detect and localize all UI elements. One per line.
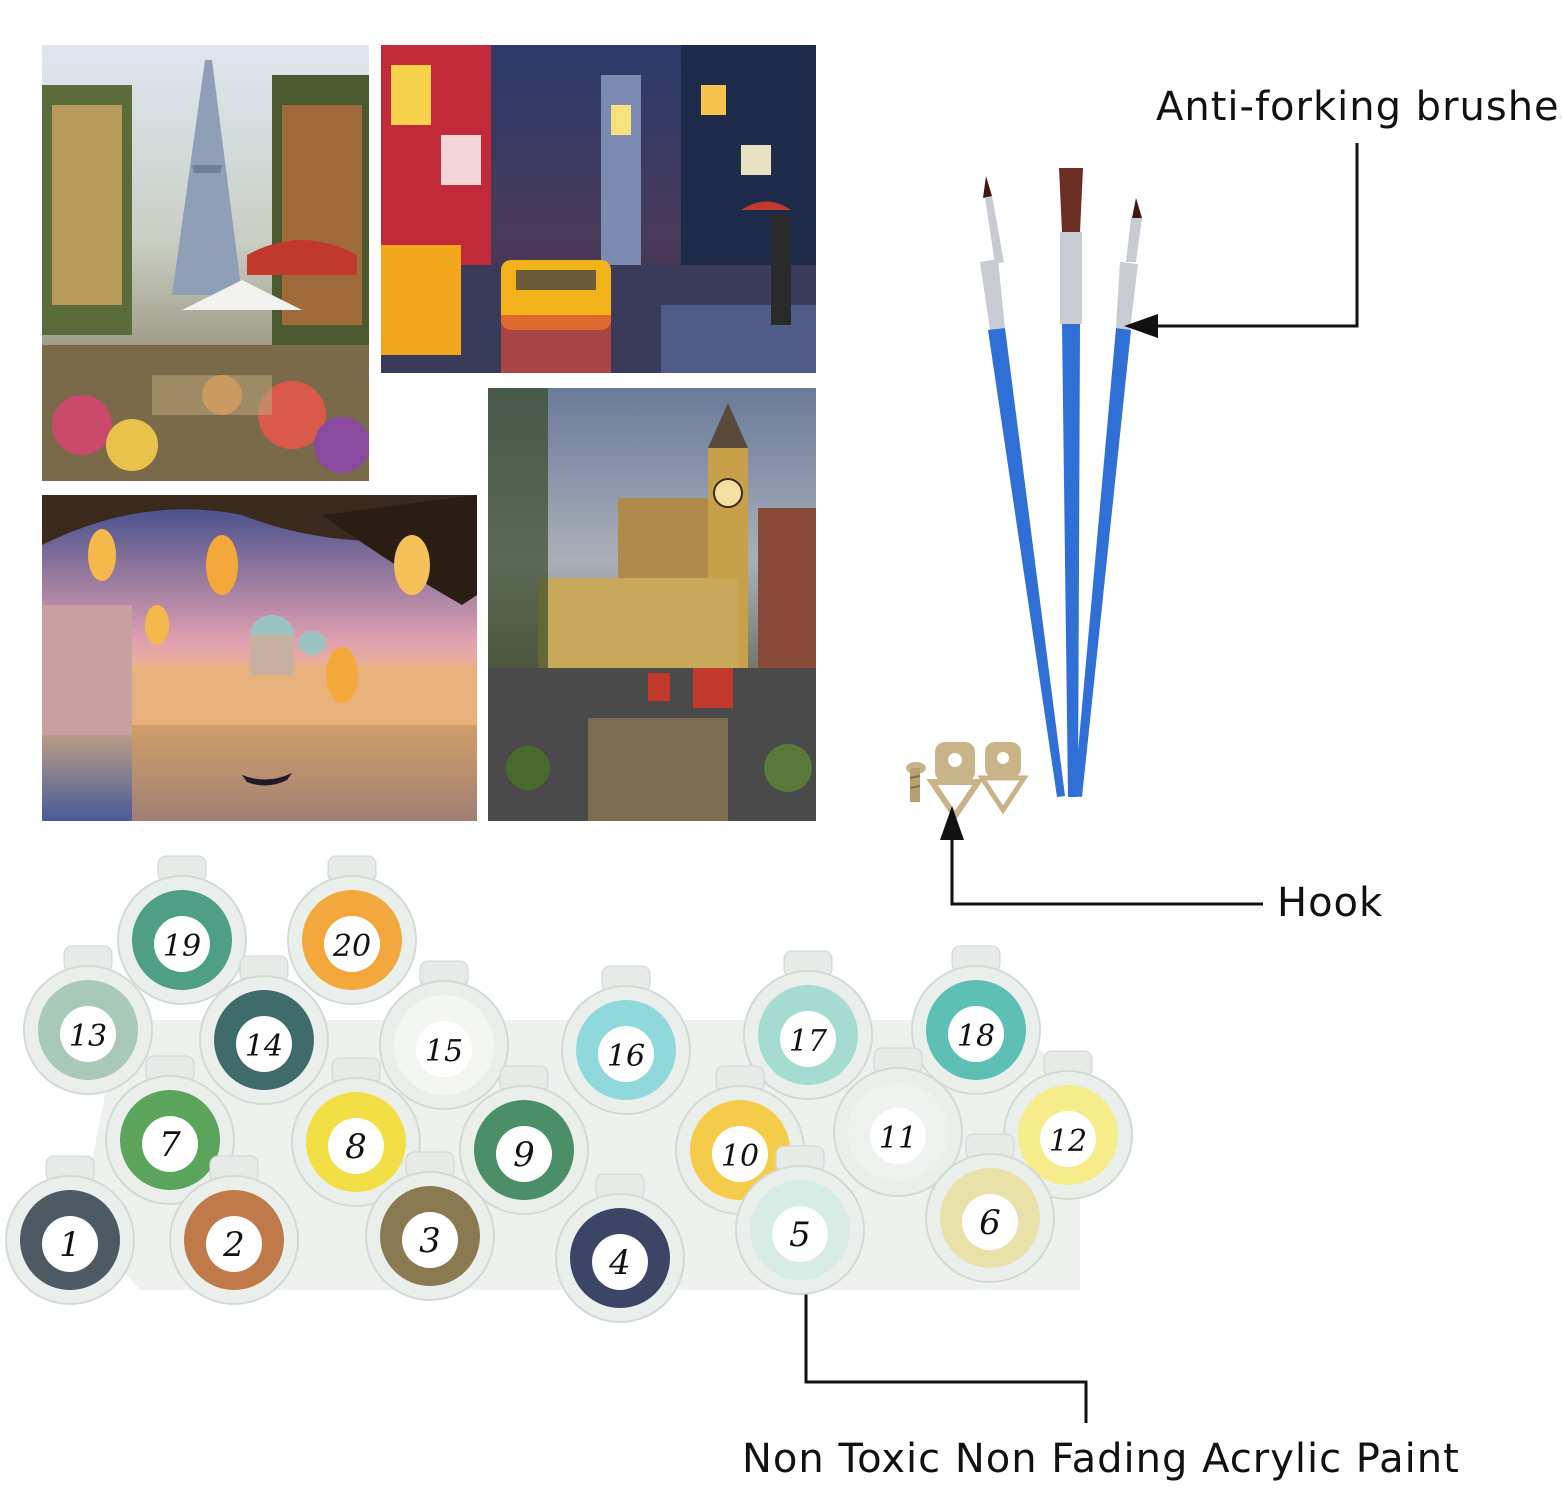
hook-icon (926, 742, 984, 822)
pot-sticker (402, 1212, 458, 1268)
pot-sticker (328, 1118, 384, 1174)
hook-icon-second (977, 742, 1029, 815)
paint-pot-2: 2 (169, 1155, 299, 1305)
pot-number: 1 (59, 1225, 81, 1265)
paint-pot-16: 16 (561, 965, 691, 1115)
paint-pot-8: 8 (291, 1057, 421, 1207)
pot-number: 19 (163, 929, 201, 964)
paint-pot-11: 11 (833, 1047, 963, 1197)
flat-brush-middle (1059, 168, 1083, 797)
pot-sticker (592, 1234, 648, 1290)
brushes-arrowhead (1124, 314, 1158, 338)
paint-arrow (804, 1276, 1088, 1423)
paint-pot-15: 15 (379, 960, 509, 1110)
pot-number: 5 (789, 1215, 811, 1255)
pot-number: 7 (159, 1125, 181, 1165)
pot-number: 2 (222, 1225, 245, 1265)
paint-pot-17: 17 (743, 950, 873, 1100)
paint-pot-12: 12 (1003, 1050, 1133, 1200)
pot-number: 6 (979, 1203, 1001, 1243)
pot-number: 3 (419, 1221, 441, 1261)
paint-pot-18: 18 (911, 945, 1041, 1095)
paint-pot-4: 4 (555, 1173, 685, 1323)
pot-sticker (772, 1206, 828, 1262)
pot-sticker (948, 1006, 1004, 1062)
pot-number: 11 (879, 1121, 917, 1156)
pot-sticker (598, 1026, 654, 1082)
pot-number: 8 (345, 1127, 367, 1167)
pot-number: 4 (608, 1243, 631, 1283)
pot-number: 9 (513, 1135, 535, 1175)
paint-pot-1: 1 (5, 1155, 135, 1305)
paint-pot-6: 6 (925, 1133, 1055, 1283)
pot-number: 10 (721, 1139, 759, 1174)
new-york-taxi-painting (381, 45, 816, 373)
pot-number: 18 (957, 1019, 995, 1054)
venice-lanterns-painting (42, 495, 477, 821)
brushes-label: Anti-forking brushes (1156, 84, 1562, 130)
pot-number: 13 (69, 1019, 107, 1054)
pot-number: 12 (1049, 1124, 1087, 1159)
pot-sticker (712, 1126, 768, 1182)
paint-pot-9: 9 (459, 1065, 589, 1215)
pot-sticker (416, 1021, 472, 1077)
pot-number: 20 (332, 929, 371, 964)
pot-sticker (496, 1126, 552, 1182)
brushes-arrow (1158, 143, 1359, 328)
pot-sticker (324, 916, 380, 972)
pot-sticker (42, 1216, 98, 1272)
london-big-ben-painting (488, 388, 816, 821)
paris-eiffel-painting (42, 45, 369, 481)
pot-sticker (206, 1216, 262, 1272)
pot-sticker (142, 1116, 198, 1172)
paint-pot-20: 20 (287, 855, 417, 1005)
pot-number: 15 (425, 1034, 463, 1069)
pot-sticker (236, 1016, 292, 1072)
pot-number: 14 (245, 1029, 283, 1064)
pot-sticker (870, 1108, 926, 1164)
paint-pot-19: 19 (117, 855, 247, 1005)
round-brush-right (1074, 198, 1142, 797)
paint-pot-3: 3 (365, 1151, 495, 1301)
hook-label: Hook (1277, 880, 1384, 926)
pot-sticker (60, 1006, 116, 1062)
pot-number: 17 (789, 1024, 828, 1059)
pot-number: 16 (607, 1039, 645, 1074)
paint-pot-14: 14 (199, 955, 329, 1105)
paint-pot-7: 7 (105, 1055, 235, 1205)
pot-sticker (962, 1194, 1018, 1250)
pot-sticker (780, 1011, 836, 1067)
paint-label: Non Toxic Non Fading Acrylic Paint (742, 1436, 1460, 1482)
round-brush-left (980, 176, 1065, 797)
pot-sticker (154, 916, 210, 972)
screw-icon (906, 762, 926, 802)
hook-arrowhead (940, 806, 964, 840)
paint-pot-5: 5 (735, 1145, 865, 1295)
hook-arrow (950, 840, 1263, 906)
paint-pot-13: 13 (23, 945, 153, 1095)
pot-sticker (1040, 1111, 1096, 1167)
